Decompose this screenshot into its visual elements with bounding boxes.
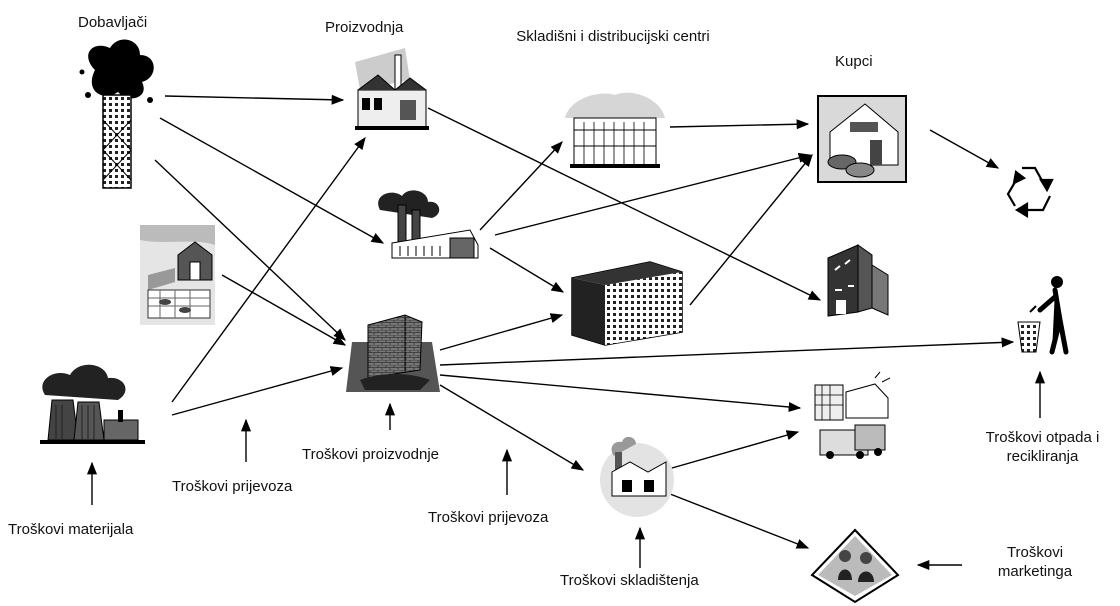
arrow-power-to-factory <box>171 136 366 403</box>
arrow-oil-to-factory <box>164 94 345 105</box>
arrow-plant-to-warehouse <box>479 141 563 231</box>
power-plant-icon <box>40 364 145 444</box>
recycle-icon <box>1006 166 1054 218</box>
warehouse-icon <box>565 92 665 168</box>
column-label-customers: Kupci <box>835 53 873 70</box>
oil-well-icon <box>79 39 154 189</box>
factory-icon <box>355 48 429 130</box>
arrow-farm-to-mine <box>221 274 347 346</box>
cost-label-waste: Troškovi otpada i recikliranja <box>985 429 1100 465</box>
arrow-plant-to-office <box>489 247 565 293</box>
arrow-mine-to-office <box>439 313 564 351</box>
mine-icon <box>346 314 440 392</box>
arrow-distribution-to-trucks <box>664 430 800 471</box>
cost-label-storage: Troškovi skladištenja <box>560 572 699 589</box>
arrow-plant-to-house <box>494 152 812 236</box>
arrow-oil-to-plant <box>159 117 385 244</box>
cost-label-transport-1: Troškovi prijevoza <box>172 478 293 495</box>
arrow-house-to-recycle <box>929 129 1000 169</box>
arrow-power-to-mine <box>171 366 344 416</box>
column-label-warehouses: Skladišni i distribucijski centri <box>516 28 710 45</box>
arrow-mine-to-distribution <box>439 384 585 471</box>
office-building-icon <box>571 261 683 346</box>
arrow-oil-to-mine <box>154 159 346 341</box>
arrow-warehouse-to-house <box>669 119 810 130</box>
column-label-suppliers: Dobavljači <box>78 14 148 31</box>
arrow-office-to-house <box>689 154 813 306</box>
store-icon <box>827 244 889 317</box>
cost-label-transport-2: Troškovi prijevoza <box>428 509 549 526</box>
column-label-production: Proizvodnja <box>325 19 404 36</box>
delivery-trucks-icon <box>814 371 891 459</box>
cost-label-marketing: Troškovi marketinga <box>997 544 1073 580</box>
cost-label-production: Troškovi proizvodnje <box>302 446 439 463</box>
cost-label-materials: Troškovi materijala <box>8 521 134 538</box>
farm-icon <box>140 225 215 325</box>
arrow-distribution-to-market <box>664 491 810 549</box>
industrial-plant-icon <box>378 190 479 259</box>
arrow-mine-to-trash <box>439 337 1015 366</box>
arrow-factory-to-store <box>427 107 822 301</box>
arrow-mine-to-trucks <box>439 374 802 412</box>
market-icon <box>810 528 900 604</box>
flow-arrows <box>86 94 1046 571</box>
house-icon <box>817 95 907 183</box>
distribution-center-icon <box>600 436 674 517</box>
trash-bin-icon <box>1017 276 1069 355</box>
